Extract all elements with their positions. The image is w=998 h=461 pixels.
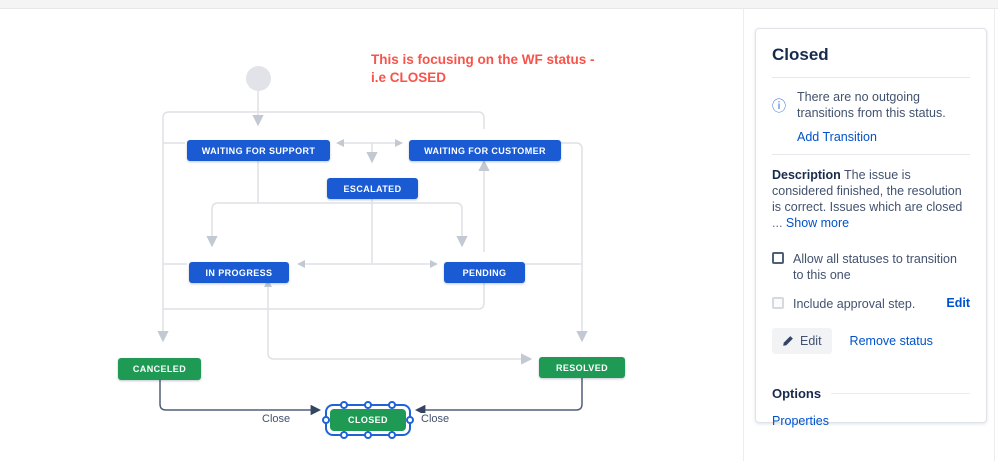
options-title: Options — [772, 386, 822, 401]
approval-edit-link[interactable]: Edit — [946, 296, 970, 310]
node-escalated[interactable]: ESCALATED — [327, 178, 418, 199]
allow-all-statuses-row[interactable]: Allow all statuses to transition to this… — [772, 251, 970, 283]
node-closed-selection[interactable]: CLOSED — [322, 401, 414, 439]
panel-area-divider — [743, 9, 744, 461]
add-transition-link[interactable]: Add Transition — [797, 130, 877, 144]
description-text: The issue is considered finished, the re… — [772, 168, 963, 214]
selection-handle[interactable] — [388, 401, 396, 409]
node-waiting-for-customer[interactable]: WAITING FOR CUSTOMER — [409, 140, 561, 161]
selection-handle[interactable] — [364, 401, 372, 409]
allow-all-statuses-label: Allow all statuses to transition to this… — [793, 252, 957, 282]
edit-button-label: Edit — [800, 334, 822, 348]
include-approval-checkbox — [772, 297, 784, 309]
remove-status-link[interactable]: Remove status — [849, 334, 933, 348]
allow-all-statuses-checkbox[interactable] — [772, 252, 784, 264]
node-resolved[interactable]: RESOLVED — [539, 357, 625, 378]
top-bar — [0, 0, 998, 9]
divider — [772, 154, 970, 155]
options-section-header: Options — [772, 386, 970, 401]
node-in-progress[interactable]: IN PROGRESS — [189, 262, 289, 283]
options-rule — [831, 393, 970, 394]
node-canceled[interactable]: CANCELED — [118, 358, 201, 380]
info-icon: ⓘ — [772, 97, 786, 114]
description-ellipsis: ... — [772, 216, 783, 230]
selection-handle[interactable] — [340, 431, 348, 439]
node-pending[interactable]: PENDING — [444, 262, 525, 283]
edit-status-button[interactable]: Edit — [772, 328, 832, 354]
panel-title: Closed — [772, 45, 829, 64]
description-label: Description — [772, 168, 841, 182]
selection-handle[interactable] — [406, 416, 414, 424]
annotation-text: This is focusing on the WF status - i.e … — [371, 52, 595, 85]
start-node[interactable] — [246, 66, 271, 91]
workflow-canvas[interactable]: This is focusing on the WF status - i.e … — [0, 9, 744, 461]
selection-handle[interactable] — [364, 431, 372, 439]
status-detail-panel: Closed ⓘ There are no outgoing transitio… — [755, 28, 987, 428]
transition-label-close-left[interactable]: Close — [258, 413, 295, 426]
status-description: Description The issue is considered fini… — [772, 167, 970, 231]
no-transitions-message: There are no outgoing transitions from t… — [797, 90, 946, 120]
properties-link[interactable]: Properties — [772, 414, 829, 428]
selection-handle[interactable] — [322, 416, 330, 424]
pencil-icon — [783, 336, 793, 346]
include-approval-label: Include approval step. — [793, 297, 916, 311]
node-closed[interactable]: CLOSED — [330, 409, 406, 431]
divider — [772, 77, 970, 78]
node-waiting-for-support[interactable]: WAITING FOR SUPPORT — [187, 140, 330, 161]
include-approval-row: Include approval step. Edit — [772, 296, 970, 312]
show-more-link[interactable]: Show more — [785, 216, 850, 230]
page-right-edge — [994, 9, 995, 461]
selection-handle[interactable] — [340, 401, 348, 409]
selection-handle[interactable] — [388, 431, 396, 439]
transition-label-close-right[interactable]: Close — [417, 413, 454, 426]
